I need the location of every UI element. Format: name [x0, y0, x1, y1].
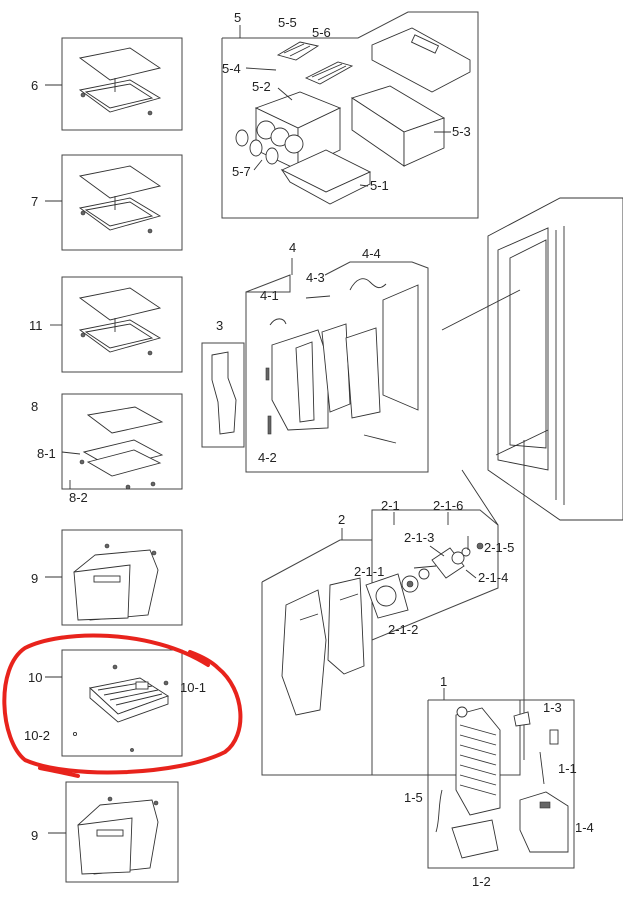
part-10-cover [45, 649, 183, 757]
label-2-1-2: 2-1-2 [388, 622, 418, 637]
label-5-4: 5-4 [222, 61, 241, 76]
label-5-1: 5-1 [370, 178, 389, 193]
assembly-1 [427, 688, 575, 869]
label-5-2: 5-2 [252, 79, 271, 94]
label-2-1-4: 2-1-4 [478, 570, 508, 585]
label-11: 11 [29, 318, 43, 333]
label-8-1: 8-1 [37, 446, 56, 461]
label-10-2: 10-2 [24, 728, 50, 743]
label-2-1-6: 2-1-6 [433, 498, 463, 513]
label-4-4: 4-4 [362, 246, 381, 261]
label-9-bottom: 9 [31, 828, 38, 843]
label-2-1-5: 2-1-5 [484, 540, 514, 555]
label-7: 7 [31, 194, 38, 209]
label-1-4: 1-4 [575, 820, 594, 835]
label-3: 3 [216, 318, 223, 333]
refrigerator-cabinet [441, 197, 623, 760]
assembly-5 [221, 11, 479, 219]
part-9-bin-top [45, 529, 183, 626]
label-10: 10 [28, 670, 42, 685]
label-1-5: 1-5 [404, 790, 423, 805]
part-11-shelf [50, 276, 183, 373]
highlight-circle [2, 633, 243, 775]
label-4: 4 [289, 240, 296, 255]
label-5: 5 [234, 10, 241, 25]
label-5-3: 5-3 [452, 124, 471, 139]
label-1-1: 1-1 [558, 761, 577, 776]
label-5-7: 5-7 [232, 164, 251, 179]
part-8-shelf [61, 393, 183, 490]
label-2: 2 [338, 512, 345, 527]
label-8-2: 8-2 [69, 490, 88, 505]
part-7-shelf [45, 154, 183, 251]
label-9-top: 9 [31, 571, 38, 586]
label-4-3: 4-3 [306, 270, 325, 285]
label-8: 8 [31, 399, 38, 414]
label-2-1: 2-1 [381, 498, 400, 513]
label-4-2: 4-2 [258, 450, 277, 465]
part-3 [201, 342, 245, 448]
label-5-5: 5-5 [278, 15, 297, 30]
assembly-2 [261, 469, 521, 776]
assembly-4 [245, 258, 429, 473]
part-9-bin-bottom [48, 781, 179, 883]
label-5-6: 5-6 [312, 25, 331, 40]
part-6-shelf [45, 37, 183, 131]
label-1-3: 1-3 [543, 700, 562, 715]
label-2-1-3: 2-1-3 [404, 530, 434, 545]
label-1: 1 [440, 674, 447, 689]
label-4-1: 4-1 [260, 288, 279, 303]
label-1-2: 1-2 [472, 874, 491, 889]
label-2-1-1: 2-1-1 [354, 564, 384, 579]
label-6: 6 [31, 78, 38, 93]
label-10-1: 10-1 [180, 680, 206, 695]
